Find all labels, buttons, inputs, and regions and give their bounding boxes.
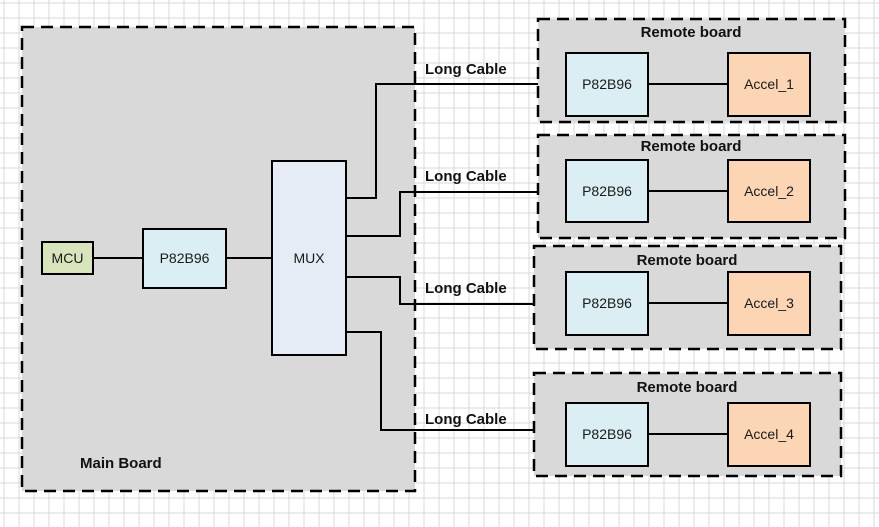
remote-p82b96-block (565, 52, 649, 117)
accel-label: Accel_1 (744, 76, 794, 92)
cable-label-3: Long Cable (425, 280, 507, 297)
remote-board-title: Remote board (637, 379, 738, 396)
remote-board-2: Remote board P82B96 Accel_2 (536, 133, 847, 240)
main-p82b96-label: P82B96 (160, 250, 210, 266)
accel-label: Accel_3 (744, 295, 794, 311)
remote-board-title: Remote board (641, 138, 742, 155)
remote-p82b96-label: P82B96 (582, 295, 632, 311)
accel-block (727, 52, 811, 117)
cable-line-2 (346, 191, 566, 237)
remote-board-4: Remote board P82B96 Accel_4 (532, 371, 843, 478)
remote-board-title: Remote board (641, 24, 742, 41)
mux-label: MUX (293, 250, 325, 266)
cable-line-4 (346, 331, 566, 431)
main-board: Main Board MCU P82B96 MUX (20, 25, 417, 493)
mux-block (271, 160, 347, 356)
accel-block (727, 271, 811, 336)
remote-p82b96-block (565, 159, 649, 223)
accel-block (727, 159, 811, 223)
accel-label: Accel_4 (744, 426, 794, 442)
main-board-label: Main Board (80, 455, 162, 472)
mcu-label: MCU (52, 250, 84, 266)
accel-block (727, 402, 811, 467)
remote-p82b96-label: P82B96 (582, 183, 632, 199)
remote-board-1: Remote board P82B96 Accel_1 (536, 17, 847, 124)
cables: Long Cable Long Cable Long Cable Long Ca… (346, 61, 566, 431)
remote-p82b96-label: P82B96 (582, 426, 632, 442)
remote-board-3: Remote board P82B96 Accel_3 (532, 244, 843, 351)
main-p82b96-block (142, 228, 227, 289)
cable-label-4: Long Cable (425, 411, 507, 428)
cable-label-1: Long Cable (425, 61, 507, 78)
remote-p82b96-label: P82B96 (582, 76, 632, 92)
cable-line-3 (346, 276, 566, 305)
cable-line-1 (346, 83, 566, 199)
accel-label: Accel_2 (744, 183, 794, 199)
cable-label-2: Long Cable (425, 168, 507, 185)
remote-board-title: Remote board (637, 252, 738, 269)
